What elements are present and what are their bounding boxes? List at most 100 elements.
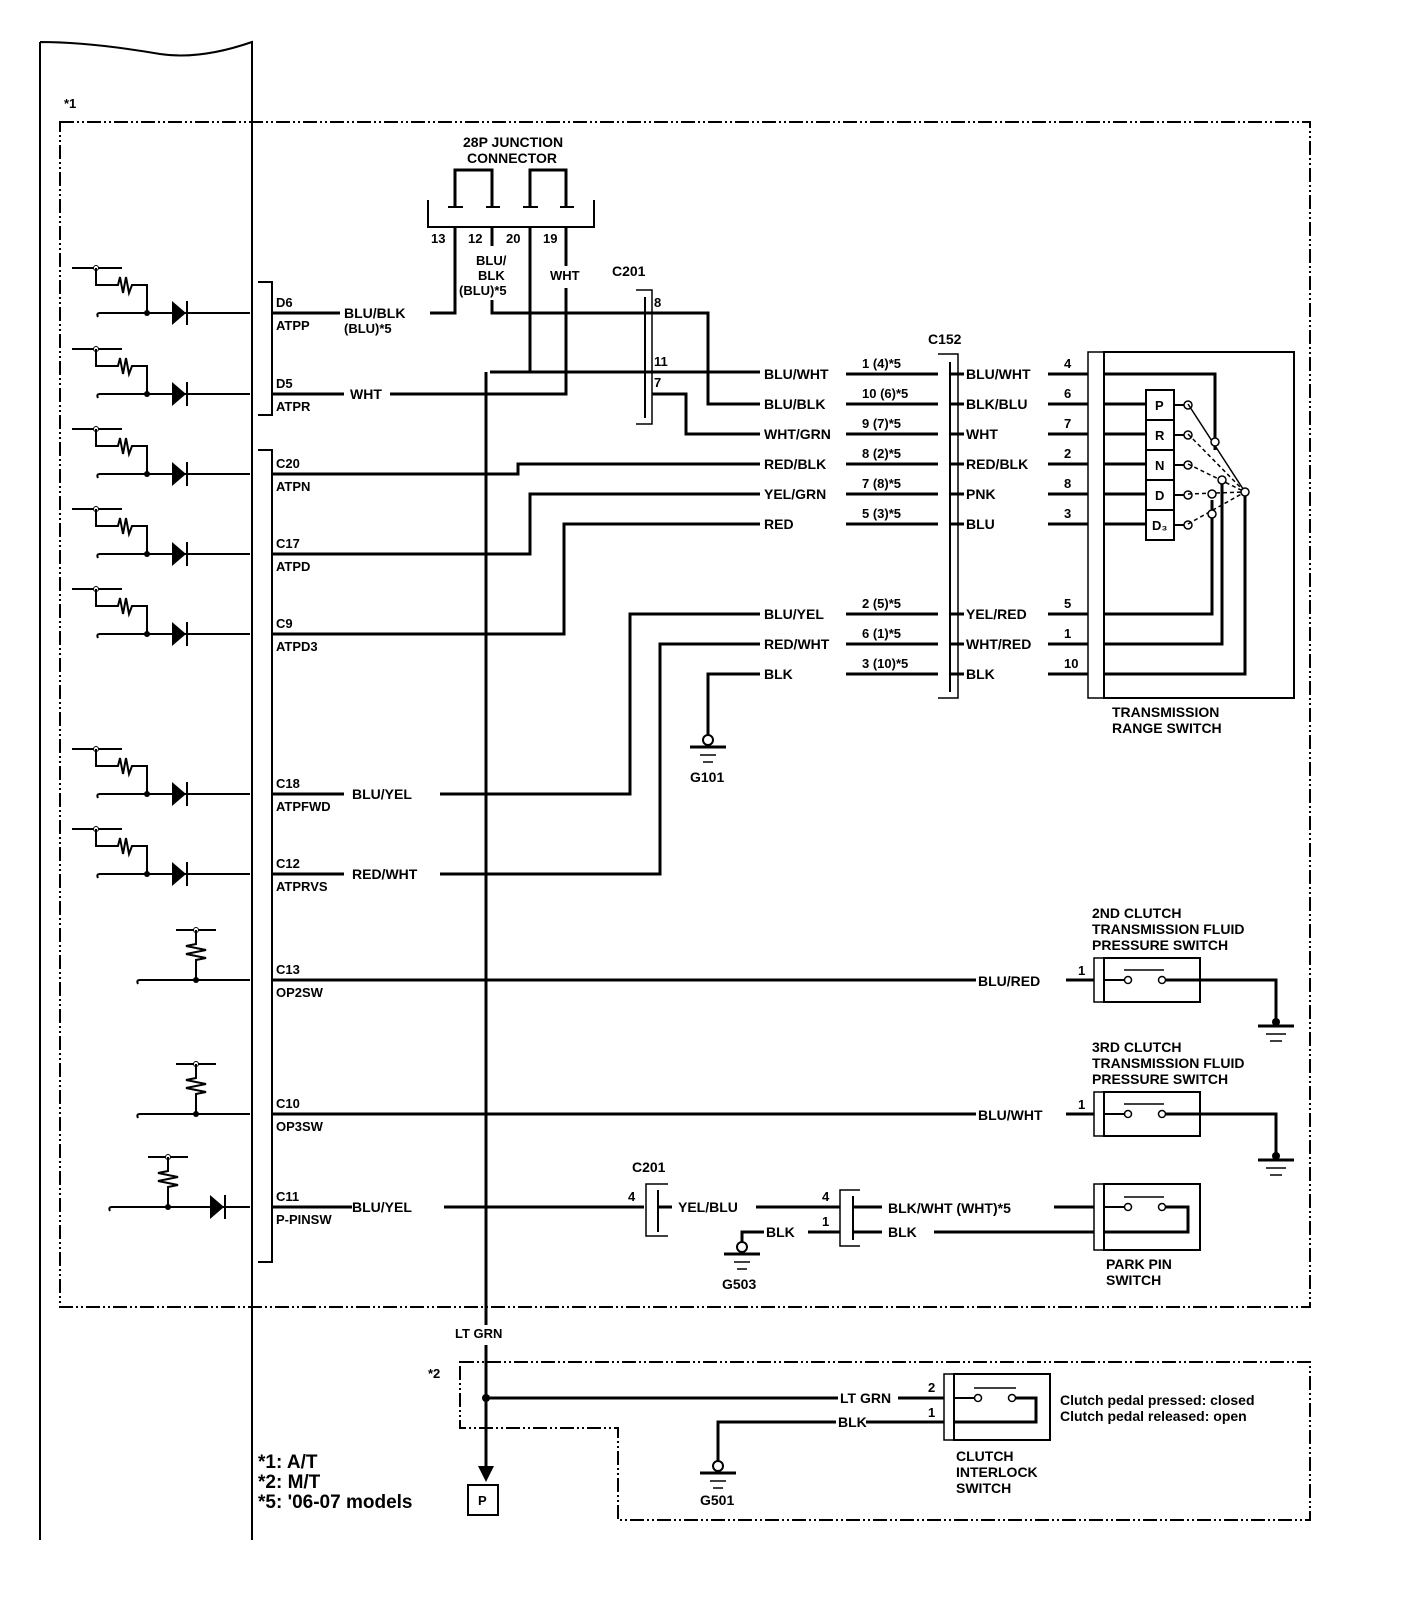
input-circuit-diode [72,265,250,325]
svg-text:11: 11 [654,354,668,369]
svg-text:CLUTCH: CLUTCH [956,1448,1014,1464]
svg-text:RED/BLK: RED/BLK [764,456,826,472]
svg-text:RED/WHT: RED/WHT [352,866,418,882]
svg-text:RED/WHT: RED/WHT [764,636,830,652]
svg-text:C13: C13 [276,962,300,977]
svg-text:N: N [1155,458,1164,473]
svg-text:ATPRVS: ATPRVS [276,879,328,894]
svg-text:20: 20 [506,231,520,246]
svg-text:2: 2 [1064,446,1071,461]
svg-text:1 (4)*5: 1 (4)*5 [862,356,901,371]
diode-icon [172,782,186,806]
svg-text:PARK PIN: PARK PIN [1106,1256,1172,1272]
svg-text:13: 13 [431,231,445,246]
ground-g101: G101 [690,734,726,785]
svg-text:C9: C9 [276,616,293,631]
diode-icon [172,622,186,646]
park-pin-circuit: C201 4 YEL/BLU 4 1 BLK G503 BLK/WHT (WHT… [628,1159,1201,1292]
svg-text:SWITCH: SWITCH [956,1480,1011,1496]
svg-text:PRESSURE SWITCH: PRESSURE SWITCH [1092,1071,1228,1087]
svg-text:BLU/WHT: BLU/WHT [764,366,829,382]
diode-icon [172,462,186,486]
svg-text:BLK/BLU: BLK/BLU [966,396,1027,412]
svg-text:3 (10)*5: 3 (10)*5 [862,656,908,671]
terminal-p [467,1484,499,1516]
svg-text:INTERLOCK: INTERLOCK [956,1464,1038,1480]
legend: *1: A/T *2: M/T *5: '06-07 models [258,1452,412,1513]
svg-text:BLU/: BLU/ [476,253,507,268]
svg-text:7 (8)*5: 7 (8)*5 [862,476,901,491]
svg-text:ATPD: ATPD [276,559,310,574]
svg-text:28P JUNCTION: 28P JUNCTION [463,134,563,150]
svg-text:7: 7 [654,375,661,390]
terminal-p-label: P [478,1493,487,1508]
input-circuit-switch [136,1061,250,1119]
svg-text:WHT/RED: WHT/RED [966,636,1031,652]
svg-text:LT GRN: LT GRN [840,1390,891,1406]
svg-text:2: 2 [928,1380,935,1395]
input-circuit-diode [72,346,250,406]
svg-text:2 (5)*5: 2 (5)*5 [862,596,901,611]
svg-text:1: 1 [1078,963,1085,978]
svg-text:C152: C152 [928,331,962,347]
svg-text:1: 1 [1064,626,1071,641]
svg-text:WHT/GRN: WHT/GRN [764,426,831,442]
svg-text:BLU/WHT: BLU/WHT [966,366,1031,382]
input-circuit-diode [72,826,250,886]
svg-text:D₃: D₃ [1152,518,1167,533]
svg-text:1: 1 [1078,1097,1085,1112]
svg-text:ATPP: ATPP [276,318,310,333]
diode-icon [172,382,186,406]
svg-text:(BLU)*5: (BLU)*5 [459,283,507,298]
arrow-down-icon [478,1466,494,1482]
svg-text:YEL/RED: YEL/RED [966,606,1027,622]
svg-text:ATPD3: ATPD3 [276,639,318,654]
svg-text:6 (1)*5: 6 (1)*5 [862,626,901,641]
svg-text:OP2SW: OP2SW [276,985,324,1000]
svg-text:4: 4 [628,1189,636,1204]
svg-text:*5: '06-07 models: *5: '06-07 models [258,1492,412,1513]
svg-text:9 (7)*5: 9 (7)*5 [862,416,901,431]
connector-bracket-d [258,281,273,416]
svg-text:RED/BLK: RED/BLK [966,456,1028,472]
svg-text:BLK/WHT (WHT)*5: BLK/WHT (WHT)*5 [888,1200,1011,1216]
diode-icon [172,301,186,325]
svg-text:C12: C12 [276,856,300,871]
svg-text:BLU/YEL: BLU/YEL [764,606,824,622]
svg-text:BLK: BLK [888,1224,917,1240]
svg-text:C18: C18 [276,776,300,791]
svg-text:BLK: BLK [766,1224,795,1240]
note-marker-1: *1 [64,96,76,111]
svg-text:PRESSURE SWITCH: PRESSURE SWITCH [1092,937,1228,953]
connector-c201-top: C201 8 11 7 [612,263,668,425]
svg-text:YEL/GRN: YEL/GRN [764,486,826,502]
svg-text:Clutch pedal pressed: closed: Clutch pedal pressed: closed [1060,1392,1255,1408]
svg-text:8 (2)*5: 8 (2)*5 [862,446,901,461]
mt-section-box [459,1361,1311,1521]
svg-text:10: 10 [1064,656,1078,671]
input-circuit-diode [72,506,250,566]
svg-text:C11: C11 [276,1189,299,1204]
junction-connector-28p: 28P JUNCTION CONNECTOR 13 12 20 19 BLU/ … [427,134,595,298]
diode-icon [172,542,186,566]
svg-text:*2: M/T: *2: M/T [258,1472,321,1493]
svg-text:5 (3)*5: 5 (3)*5 [862,506,901,521]
svg-text:4: 4 [822,1189,830,1204]
svg-text:BLK: BLK [838,1414,867,1430]
svg-text:BLK: BLK [764,666,793,682]
svg-text:8: 8 [1064,476,1071,491]
svg-text:WHT: WHT [350,386,382,402]
clutch-interlock-switch: LT GRN 2 BLK 1 CLUTCH INTERLOCK SWITCH C… [482,1373,1255,1508]
svg-text:8: 8 [654,295,661,310]
